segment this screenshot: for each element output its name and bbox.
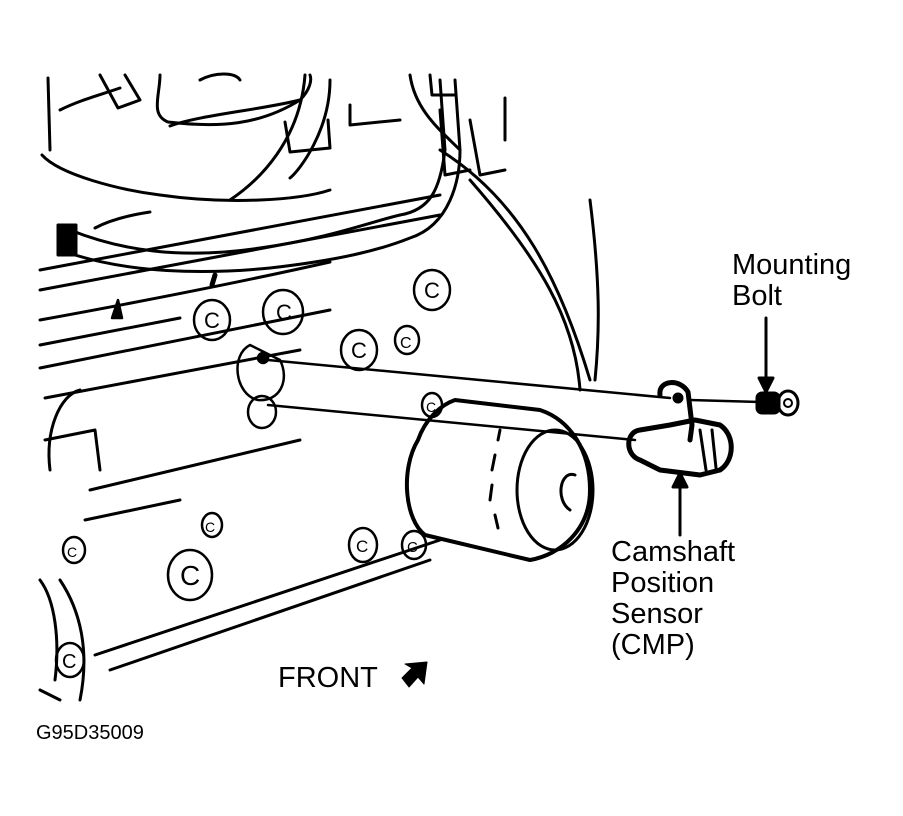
camshaft-position-sensor <box>626 380 734 478</box>
boss-c: C <box>180 560 200 591</box>
bolt-arrow-icon <box>757 376 775 394</box>
boss-c: C <box>400 335 412 352</box>
intake-manifold <box>40 72 472 202</box>
boss-c: C <box>62 651 76 673</box>
mounting-bolt-label: Mounting Bolt <box>732 250 851 312</box>
boss-c: C <box>424 278 440 303</box>
boss-c: C <box>351 338 367 363</box>
boss-c: C <box>407 539 418 556</box>
boss-c: C <box>356 537 368 556</box>
sensor-label-line4: (CMP) <box>611 629 695 661</box>
mounting-bolt <box>755 389 800 417</box>
engine-block <box>38 96 600 702</box>
figure-code: G95D35009 <box>36 722 144 744</box>
alignment-lines <box>266 358 762 442</box>
front-label: FRONT <box>278 662 378 694</box>
oil-filter <box>404 398 595 562</box>
mounting-bosses <box>54 268 452 679</box>
mounting-bolt-label-line2: Bolt <box>732 280 782 312</box>
boss-c: C <box>67 544 77 560</box>
sensor-arrow-icon <box>671 471 689 489</box>
boss-c: C <box>204 308 220 333</box>
sensor-label-line3: Sensor <box>611 598 703 630</box>
sensor-label-line1: Camshaft <box>611 536 736 568</box>
mounting-bolt-label-line1: Mounting <box>732 249 852 281</box>
camshaft-sensor-label: Camshaft Position Sensor (CMP) <box>611 537 735 661</box>
boss-c: C <box>426 399 436 415</box>
boss-labels: C C C C C C C C C C C C <box>62 278 440 673</box>
sensor-label-line2: Position <box>611 567 715 599</box>
boss-c: C <box>205 519 215 535</box>
front-arrow-icon <box>401 661 428 688</box>
boss-c: C <box>276 300 292 325</box>
leader-arrows <box>671 316 775 537</box>
